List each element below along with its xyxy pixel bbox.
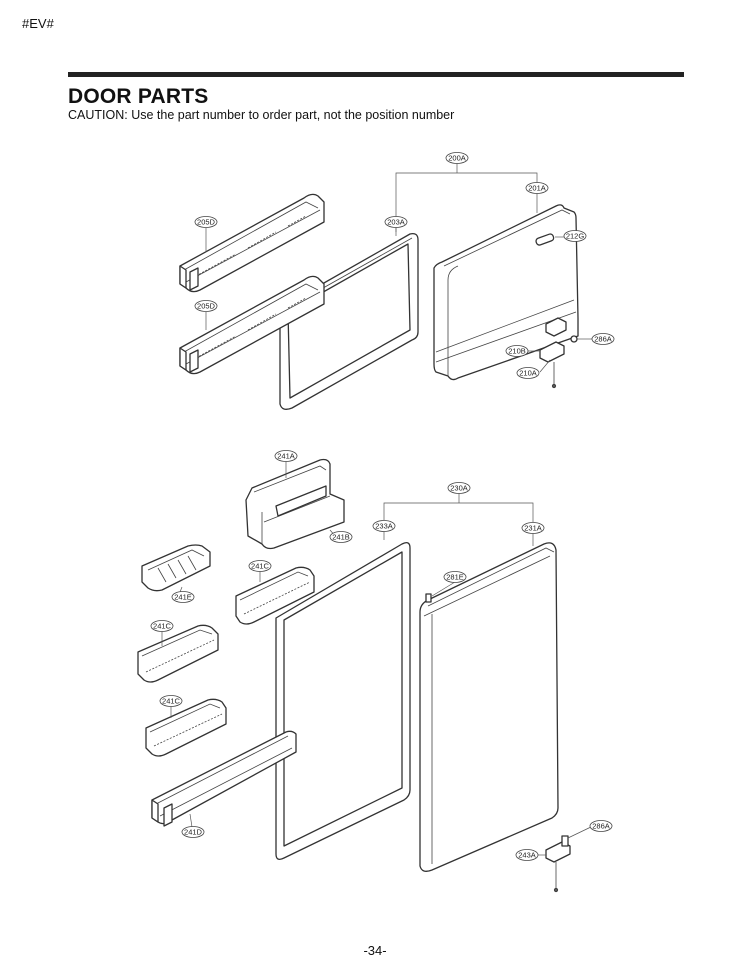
svg-text:241C: 241C — [153, 622, 172, 631]
callout-233A: 233A — [372, 520, 396, 532]
callout-286A-top: 286A — [591, 333, 615, 345]
door-basket-left-1 — [137, 624, 219, 683]
callout-241E: 241E — [171, 591, 195, 603]
door-basket-middle — [235, 566, 315, 625]
callout-230A: 230A — [447, 482, 471, 494]
fresh-food-door-gasket — [275, 542, 411, 860]
svg-text:241E: 241E — [174, 593, 192, 602]
svg-text:203A: 203A — [387, 218, 405, 227]
svg-text:201A: 201A — [528, 184, 546, 193]
egg-tray — [141, 544, 211, 592]
svg-text:205D: 205D — [197, 218, 216, 227]
callout-241C-middle: 241C — [248, 560, 272, 572]
callout-231A: 231A — [521, 522, 545, 534]
svg-text:286A: 286A — [594, 335, 612, 344]
dairy-bin — [245, 458, 345, 550]
callout-203A: 203A — [384, 216, 408, 228]
assembly-bracket-230A — [383, 493, 534, 546]
svg-text:241C: 241C — [251, 562, 270, 571]
page-number: -34- — [363, 943, 387, 958]
callout-205D-top: 205D — [194, 216, 218, 228]
svg-text:205D: 205D — [197, 302, 216, 311]
handle-cap — [535, 233, 555, 246]
svg-text:243A: 243A — [518, 851, 536, 860]
caution-note: CAUTION: Use the part number to order pa… — [68, 108, 455, 122]
page-title: DOOR PARTS — [68, 85, 209, 108]
callout-243A: 243A — [515, 849, 539, 861]
door-shelf-upper — [179, 193, 325, 293]
callout-201A: 201A — [525, 182, 549, 194]
svg-text:241C: 241C — [162, 697, 181, 706]
door-basket-left-2 — [145, 698, 227, 757]
callout-212G: 212G — [563, 230, 587, 242]
svg-text:233A: 233A — [375, 522, 393, 531]
lower-hinge-parts — [425, 593, 594, 893]
svg-text:241A: 241A — [277, 452, 295, 461]
callout-210A: 210A — [516, 367, 540, 379]
svg-text:230A: 230A — [450, 484, 468, 493]
callout-241D: 241D — [181, 826, 205, 838]
callout-241A: 241A — [274, 450, 298, 462]
freezer-door-panel — [433, 204, 579, 381]
upper-hinge-parts — [528, 236, 592, 389]
svg-text:286A: 286A — [592, 822, 610, 831]
callout-241C-left-1: 241C — [150, 620, 174, 632]
svg-text:200A: 200A — [448, 154, 466, 163]
document-code: #EV# — [22, 16, 54, 31]
callout-210B: 210B — [505, 345, 529, 357]
svg-text:210A: 210A — [519, 369, 537, 378]
fresh-food-door-panel — [419, 542, 559, 872]
assembly-bracket-200A — [395, 163, 538, 232]
svg-text:281E: 281E — [446, 573, 464, 582]
door-shelf-lower — [179, 275, 325, 375]
callout-241B: 241B — [329, 531, 353, 543]
svg-text:212G: 212G — [566, 232, 585, 241]
callout-241C-left-2: 241C — [159, 695, 183, 707]
callout-200A: 200A — [445, 152, 469, 164]
freezer-door-gasket — [279, 232, 419, 410]
callout-286A-bottom: 286A — [589, 820, 613, 832]
svg-text:241B: 241B — [332, 533, 350, 542]
title-rule — [68, 72, 684, 77]
svg-text:210B: 210B — [508, 347, 526, 356]
svg-text:231A: 231A — [524, 524, 542, 533]
svg-text:241D: 241D — [184, 828, 203, 837]
callout-205D-bottom: 205D — [194, 300, 218, 312]
callout-281E: 281E — [443, 571, 467, 583]
bottle-shelf — [151, 730, 297, 827]
